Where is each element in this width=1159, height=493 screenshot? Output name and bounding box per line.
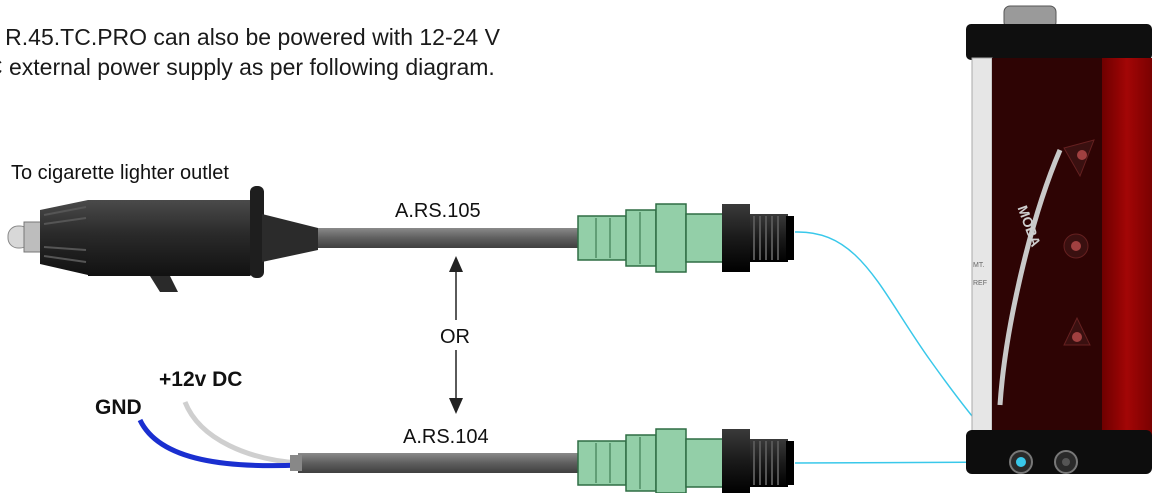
intro-line-2: C external power supply as per following… [0, 54, 495, 80]
connector-top [577, 203, 794, 273]
or-label: OR [440, 326, 470, 348]
cigarette-plug [7, 186, 318, 292]
or-double-arrow-icon [449, 256, 463, 414]
device-mt-label: MT. [973, 262, 985, 269]
cable-a-rs-105-label: A.RS.105 [395, 200, 481, 222]
led-triangle-bottom-icon [1063, 316, 1091, 346]
gnd-label: GND [95, 396, 142, 419]
device-sensor [966, 5, 1152, 474]
wire-gnd [137, 418, 301, 469]
intro-text: e R.45.TC.PRO can also be powered with 1… [0, 22, 500, 82]
device-ref-label: REF [973, 280, 987, 287]
cigarette-outlet-label: To cigarette lighter outlet [11, 162, 229, 184]
plus12v-label: +12v DC [159, 368, 243, 391]
wire-plus12 [182, 401, 301, 466]
cable-a-rs-104-label: A.RS.104 [403, 426, 489, 448]
cable-a-rs-104 [298, 453, 580, 473]
connector-bottom [577, 428, 794, 493]
cable-a-rs-105 [318, 228, 580, 248]
intro-line-1: e R.45.TC.PRO can also be powered with 1… [0, 24, 500, 50]
